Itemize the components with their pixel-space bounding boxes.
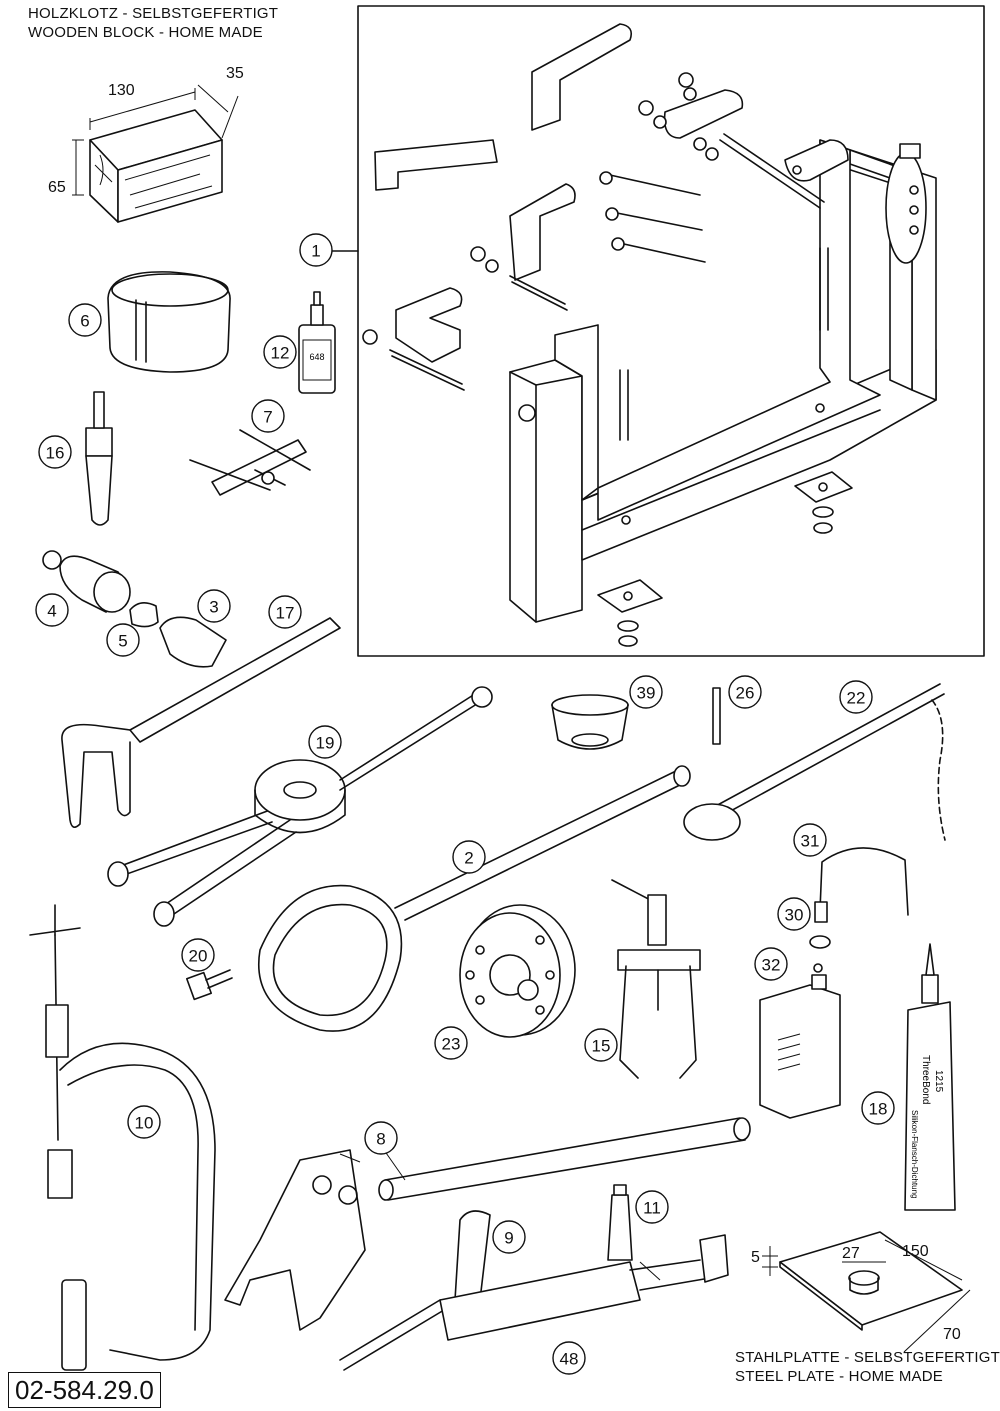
svg-text:31: 31 (801, 832, 820, 851)
grease-gun-48 (339, 1234, 729, 1371)
callout-10: 10 (127, 1105, 161, 1139)
svg-text:26: 26 (736, 684, 755, 703)
svg-text:48: 48 (560, 1350, 579, 1369)
threebond-tube-18: ThreeBond 1215 Silikon-Flansch-Dichtung (904, 943, 956, 1211)
bar-17 (61, 617, 341, 828)
svg-text:2: 2 (464, 849, 473, 868)
svg-text:10: 10 (135, 1114, 154, 1133)
bolt-20 (185, 969, 233, 1001)
callout-5: 5 (106, 623, 140, 657)
clutch-wrench-2 (258, 765, 691, 1032)
callout-31: 31 (793, 823, 827, 857)
wood-block-length-label: 130 (108, 82, 135, 99)
bottle-11 (607, 1184, 633, 1261)
svg-text:22: 22 (847, 689, 866, 708)
steel-plate-caption-de: STAHLPLATTE - SELBSTGEFERTIGT (735, 1349, 1000, 1366)
callout-15: 15 (584, 1028, 618, 1062)
svg-text:32: 32 (762, 956, 781, 975)
callout-8: 8 (364, 1121, 398, 1155)
document-number: 02-584.29.0 (8, 1372, 161, 1408)
callout-11: 11 (635, 1190, 669, 1224)
svg-text:3: 3 (209, 598, 218, 617)
steel-plate: 5 27 150 70 (751, 1231, 971, 1353)
fitting-30 (814, 901, 828, 923)
callout-23: 23 (434, 1026, 468, 1060)
wood-block-caption-en: WOODEN BLOCK - HOME MADE (28, 24, 263, 41)
svg-text:1: 1 (311, 242, 320, 261)
callout-39: 39 (629, 675, 663, 709)
callout-17: 17 (268, 595, 302, 629)
plate-hole-label: 27 (842, 1245, 860, 1262)
callout-3: 3 (197, 589, 231, 623)
callout-9: 9 (492, 1220, 526, 1254)
callout-18: 18 (861, 1091, 895, 1125)
oil-canister (759, 974, 841, 1119)
svg-text:11: 11 (643, 1199, 661, 1218)
callout-6: 6 (68, 303, 102, 337)
socket-set (42, 550, 227, 668)
callout-32: 32 (754, 947, 788, 981)
callout-19: 19 (308, 725, 342, 759)
loctite-bottle: 648 (298, 291, 336, 394)
callout-2: 2 (452, 840, 486, 874)
clutch-holder-19 (107, 686, 493, 927)
wooden-block: 130 35 65 (48, 65, 244, 223)
wood-block-depth-label: 35 (226, 65, 244, 82)
wood-block-height-label: 65 (48, 179, 66, 196)
puller-bar-tool (189, 429, 311, 496)
cap-32 (809, 935, 831, 973)
svg-text:4: 4 (47, 602, 56, 621)
svg-text:16: 16 (46, 444, 65, 463)
callout-16: 16 (38, 435, 72, 469)
bottle-label: 648 (309, 352, 324, 362)
callout-12: 12 (263, 335, 297, 369)
svg-text:6: 6 (80, 312, 89, 331)
wood-block-caption-de: HOLZKLOTZ - SELBSTGEFERTIGT (28, 5, 279, 22)
hose-31 (819, 847, 909, 916)
bearing-puller-15 (611, 879, 701, 1079)
svg-text:18: 18 (869, 1100, 888, 1119)
slide-hammer (85, 391, 113, 526)
svg-text:12: 12 (271, 344, 290, 363)
callout-22: 22 (839, 680, 873, 714)
svg-text:19: 19 (316, 734, 335, 753)
holding-tool-8 (224, 1117, 751, 1331)
callout-20: 20 (181, 938, 215, 972)
svg-text:5: 5 (118, 632, 127, 651)
plate-thickness-label: 5 (751, 1249, 760, 1266)
svg-text:17: 17 (276, 604, 295, 623)
valve-compressor-10 (29, 904, 216, 1371)
callout-26: 26 (728, 675, 762, 709)
chain-holder-22 (683, 683, 946, 841)
oil-filter-wrench-39 (551, 694, 629, 750)
plate-width-label: 70 (943, 1326, 961, 1343)
pin-26 (712, 687, 721, 745)
engine-stand-box (331, 5, 985, 657)
tube-code: 1215 (933, 1070, 944, 1093)
svg-text:9: 9 (504, 1229, 513, 1248)
leader-lines (339, 1149, 661, 1281)
callout-1: 1 (299, 233, 333, 267)
flywheel-puller-23 (459, 904, 576, 1038)
callout-7: 7 (251, 399, 285, 433)
callout-30: 30 (777, 897, 811, 931)
svg-text:7: 7 (263, 408, 272, 427)
callout-48: 48 (552, 1341, 586, 1375)
svg-text:20: 20 (189, 947, 208, 966)
callout-4: 4 (35, 593, 69, 627)
svg-text:23: 23 (442, 1035, 461, 1054)
ring-tool (107, 271, 231, 373)
svg-text:30: 30 (785, 906, 804, 925)
plate-length-label: 150 (902, 1243, 929, 1260)
svg-text:39: 39 (637, 684, 656, 703)
steel-plate-caption-en: STEEL PLATE - HOME MADE (735, 1368, 943, 1385)
tube-desc: Silikon-Flansch-Dichtung (910, 1110, 919, 1198)
svg-text:15: 15 (592, 1037, 611, 1056)
svg-text:8: 8 (376, 1130, 385, 1149)
tube-brand: ThreeBond (920, 1055, 931, 1104)
